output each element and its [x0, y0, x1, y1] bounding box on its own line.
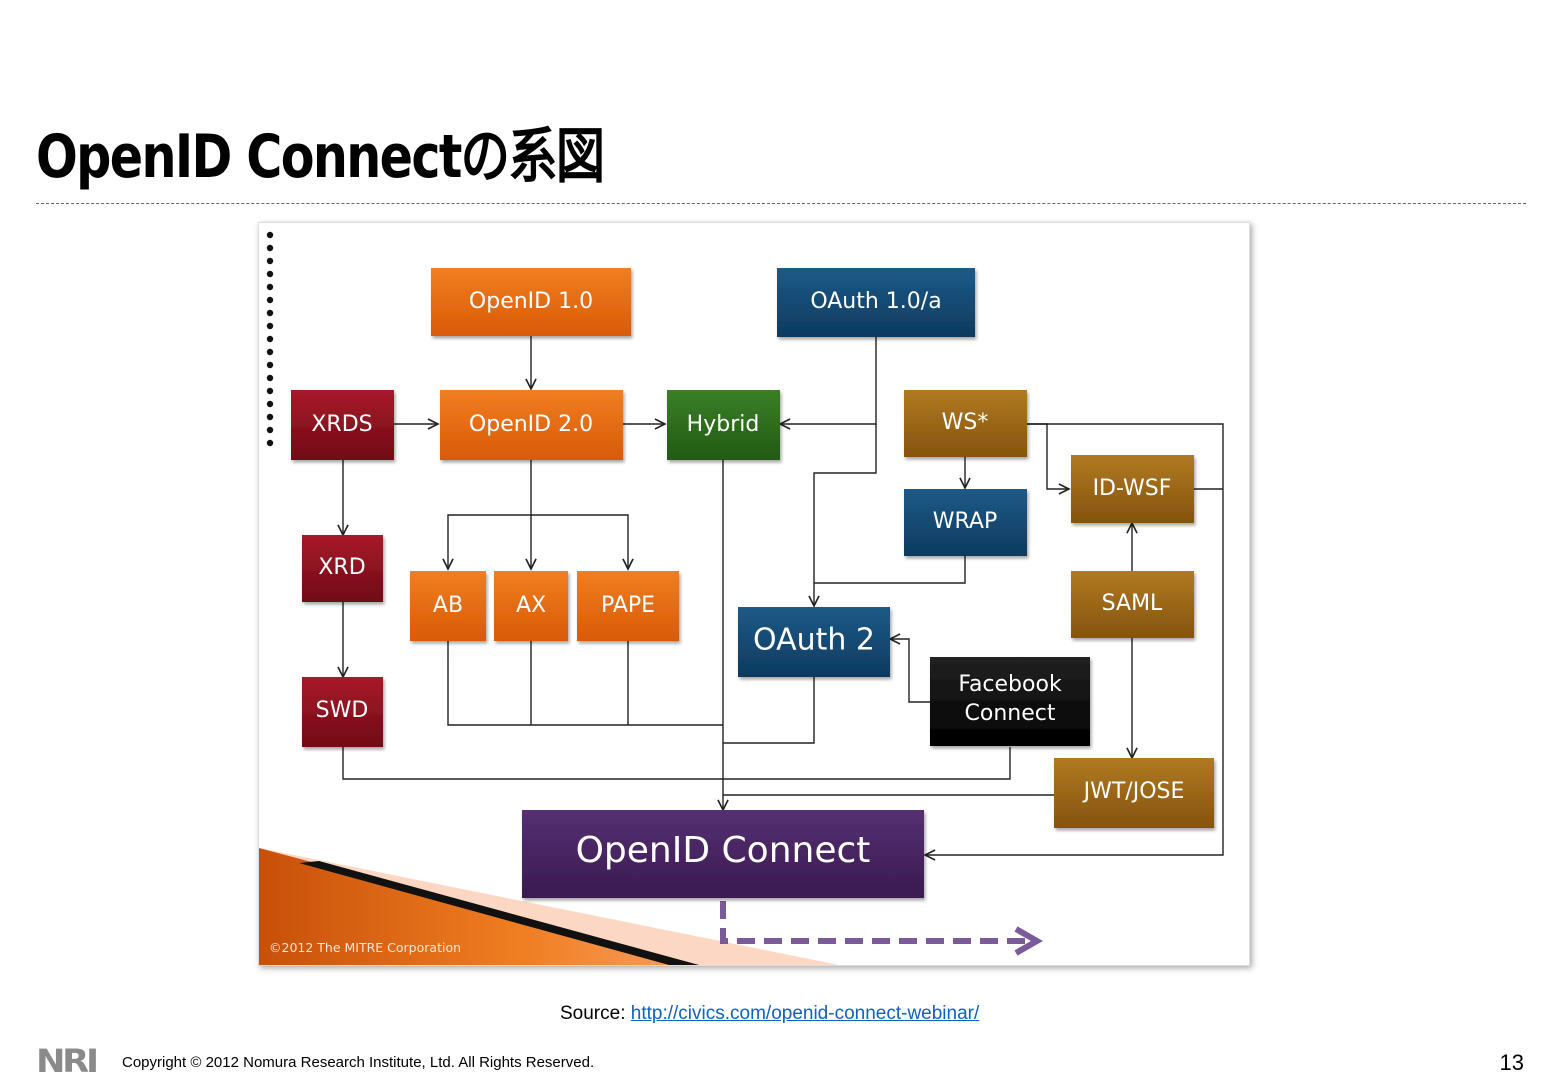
node-ax: AX — [494, 571, 568, 641]
node-ab: AB — [410, 571, 486, 641]
svg-text:Connect: Connect — [965, 701, 1056, 726]
node-id-wsf: ID-WSF — [1071, 455, 1194, 523]
svg-text:WS*: WS* — [942, 410, 989, 435]
source-citation: Source: http://civics.com/openid-connect… — [560, 1003, 979, 1025]
svg-text:PAPE: PAPE — [601, 593, 655, 618]
mitre-credit: ©2012 The MITRE Corporation — [269, 940, 461, 955]
node-saml: SAML — [1071, 571, 1194, 638]
future-dashed-arrow — [720, 901, 1044, 956]
node-pape: PAPE — [577, 571, 679, 641]
svg-text:AX: AX — [516, 593, 546, 618]
node-facebook-connect: Facebook Connect — [930, 657, 1090, 746]
node-openid-2-0: OpenID 2.0 — [440, 390, 623, 460]
node-swd: SWD — [302, 677, 383, 747]
svg-text:ID-WSF: ID-WSF — [1093, 476, 1172, 501]
svg-text:XRD: XRD — [318, 555, 365, 580]
node-ws-star: WS* — [904, 390, 1027, 457]
page-number: 13 — [1499, 1050, 1524, 1075]
svg-text:JWT/JOSE: JWT/JOSE — [1082, 779, 1185, 804]
openid-connect-genealogy-diagram: OpenID 1.0 OAuth 1.0/a XRDS OpenID 2.0 H… — [258, 222, 1250, 966]
decorative-corner — [259, 848, 839, 965]
node-xrd: XRD — [302, 535, 383, 602]
nri-logo: NRI — [36, 1042, 99, 1080]
node-hybrid: Hybrid — [667, 390, 780, 460]
svg-text:SAML: SAML — [1102, 591, 1163, 616]
svg-text:AB: AB — [433, 593, 463, 618]
node-jwt-jose: JWT/JOSE — [1054, 758, 1214, 828]
node-xrds: XRDS — [291, 390, 394, 460]
source-link[interactable]: http://civics.com/openid-connect-webinar… — [630, 1003, 980, 1024]
decorative-dots — [266, 231, 274, 447]
connectors — [343, 336, 1224, 855]
svg-text:OpenID Connect: OpenID Connect — [576, 830, 871, 871]
title-divider — [36, 203, 1526, 204]
slide-title: OpenID Connectの系図 — [36, 122, 605, 192]
svg-text:WRAP: WRAP — [933, 509, 997, 534]
node-wrap: WRAP — [904, 489, 1027, 556]
svg-text:XRDS: XRDS — [311, 412, 372, 437]
source-label: Source: — [560, 1003, 626, 1024]
node-oauth-2: OAuth 2 — [738, 607, 890, 677]
svg-text:OpenID 1.0: OpenID 1.0 — [469, 289, 593, 314]
svg-text:OAuth 1.0/a: OAuth 1.0/a — [810, 289, 941, 314]
copyright-notice: Copyright © 2012 Nomura Research Institu… — [122, 1054, 595, 1071]
node-oauth-1-0a: OAuth 1.0/a — [777, 268, 975, 337]
svg-text:Hybrid: Hybrid — [687, 412, 760, 437]
svg-text:OpenID 2.0: OpenID 2.0 — [469, 412, 593, 437]
svg-text:SWD: SWD — [316, 698, 369, 723]
node-openid-1-0: OpenID 1.0 — [431, 268, 631, 336]
svg-text:Facebook: Facebook — [958, 672, 1062, 697]
svg-text:OAuth 2: OAuth 2 — [753, 623, 875, 658]
node-openid-connect: OpenID Connect — [522, 810, 924, 898]
